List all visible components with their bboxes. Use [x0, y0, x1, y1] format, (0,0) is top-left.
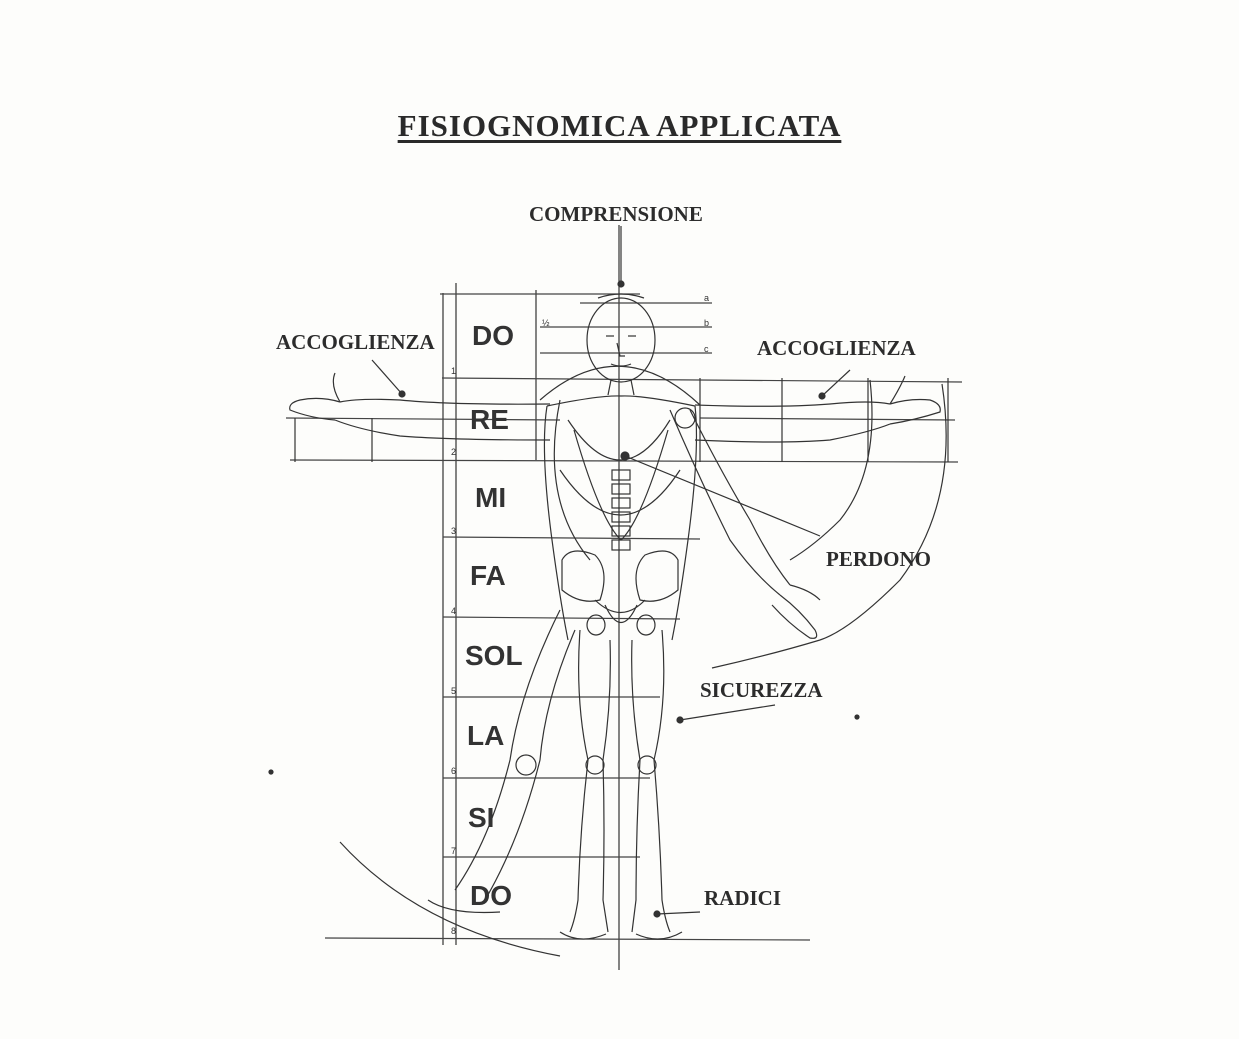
- note-label: MI: [475, 482, 507, 513]
- pelvis: [561, 550, 679, 636]
- label-radici: RADICI: [704, 886, 782, 910]
- note-label: RE: [470, 404, 509, 435]
- arc-chest: [553, 399, 591, 561]
- scale-number: 3: [451, 526, 457, 536]
- note-label: LA: [467, 720, 505, 751]
- head-mark-a: a: [704, 293, 710, 303]
- label-comprensione: COMPRENSIONE: [529, 202, 703, 226]
- note-label: FA: [470, 560, 506, 591]
- scale-number: 4: [451, 606, 457, 616]
- arc-sicurezza: [711, 639, 821, 669]
- division-lines: [285, 293, 963, 941]
- scale-number: 1: [451, 366, 457, 376]
- head-mark-half: ½: [542, 318, 550, 328]
- scale-number: 2: [451, 447, 457, 457]
- spine: [611, 469, 631, 551]
- scale-number: 6: [451, 766, 457, 776]
- page-title: FISIOGNOMICA APPLICATA: [397, 108, 842, 143]
- torso: [543, 395, 698, 641]
- label-accoglienza-left: ACCOGLIENZA: [276, 330, 435, 354]
- arc-shoulder: [539, 365, 701, 406]
- head: [586, 293, 656, 396]
- note-label: SI: [468, 802, 495, 833]
- arc-right-large: [819, 383, 947, 641]
- pointer-lines: [371, 226, 851, 918]
- scale-number: 8: [451, 926, 457, 936]
- note-label: DO: [470, 880, 512, 911]
- note-label: DO: [472, 320, 514, 351]
- head-mark-b: b: [704, 318, 710, 328]
- scale-number: 5: [451, 686, 457, 696]
- scale-number: 7: [451, 846, 457, 856]
- right-arm-lowered: [669, 407, 821, 639]
- arc-right-small: [789, 379, 873, 561]
- arm-ticks: [294, 378, 949, 462]
- arc-outer: [339, 841, 561, 957]
- label-accoglienza-right: ACCOGLIENZA: [757, 336, 916, 360]
- left-arm: [289, 372, 551, 441]
- label-perdono: PERDONO: [826, 547, 931, 571]
- right-arm-horizontal: [694, 375, 941, 443]
- label-sicurezza: SICUREZZA: [700, 678, 823, 702]
- note-label: SOL: [465, 640, 523, 671]
- head-mark-c: c: [704, 344, 709, 354]
- legs: [427, 609, 683, 940]
